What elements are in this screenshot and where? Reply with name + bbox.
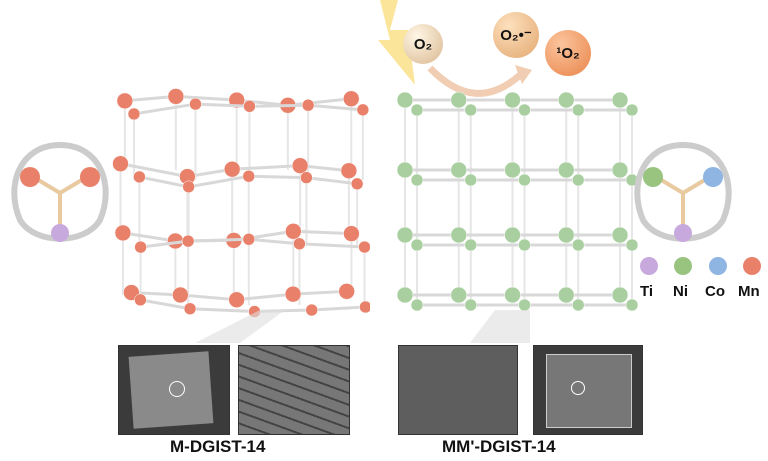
singlet-oxygen-label: ¹O₂ xyxy=(556,44,580,62)
legend-mn-label: Mn xyxy=(738,283,760,300)
metal-node-sphere xyxy=(410,103,424,117)
metal-node-sphere xyxy=(300,171,313,184)
metal-node-sphere xyxy=(134,293,147,307)
metal-node-sphere xyxy=(396,286,414,304)
metal-node-sphere xyxy=(504,286,521,304)
metal-node-sphere xyxy=(284,285,302,303)
metal-node-sphere xyxy=(518,173,531,187)
metal-node-sphere xyxy=(350,177,364,191)
metal-node-sphere xyxy=(410,173,424,187)
metal-node-sphere xyxy=(464,298,477,312)
metal-node-sphere xyxy=(611,226,629,244)
metal-node-sphere xyxy=(558,286,575,304)
metal-node-sphere xyxy=(558,226,575,244)
mm-dgist-14-cluster-structure xyxy=(634,141,732,242)
legend-ti-sphere xyxy=(640,257,658,275)
metal-node-sphere xyxy=(228,91,245,109)
legend-ti-label: Ti xyxy=(640,283,654,300)
superoxide-label: O₂•⁻ xyxy=(500,27,532,44)
metal-node-sphere xyxy=(572,103,585,117)
metal-node-sphere xyxy=(359,300,370,314)
metal-node-sphere xyxy=(450,161,467,179)
metal-node-sphere xyxy=(450,91,467,109)
metal-node-sphere xyxy=(243,100,256,113)
mm-dgist-14-caption: MM'-DGIST-14 xyxy=(442,437,556,456)
metal-node-sphere xyxy=(242,233,256,246)
metal-node-sphere xyxy=(167,88,185,105)
metal-node-sphere xyxy=(410,298,424,312)
legend-ni-label: Ni xyxy=(673,283,688,300)
metal-node-sphere xyxy=(305,303,318,317)
metal-node-sphere xyxy=(127,107,141,121)
metal-node-sphere xyxy=(338,283,355,300)
metal-node-sphere xyxy=(625,238,639,252)
metal-node-sphere xyxy=(558,91,575,109)
metal-node-sphere xyxy=(504,226,521,244)
metal-node-sphere xyxy=(572,238,585,252)
metal-node-sphere xyxy=(291,157,309,174)
metal-node-sphere xyxy=(504,161,521,179)
metal-node-sphere xyxy=(116,92,134,110)
metal-node-sphere xyxy=(396,91,414,109)
metal-node-sphere xyxy=(464,238,477,252)
metal-node-sphere xyxy=(114,224,132,242)
metal-node-sphere xyxy=(611,286,629,304)
metal-node-sphere xyxy=(611,161,629,179)
m-dgist-14-surface-sem xyxy=(238,345,350,435)
metal-node-sphere xyxy=(625,103,639,117)
metal-node-sphere xyxy=(625,298,639,312)
metal-node-sphere xyxy=(189,97,202,111)
m-dgist-14-crystal-sem xyxy=(118,345,230,435)
m-dgist-14-cluster-structure xyxy=(11,141,109,242)
mm-dgist-14-lattice xyxy=(396,91,639,312)
legend-ni-sphere xyxy=(674,257,692,275)
metal-node-sphere xyxy=(358,240,370,254)
metal-node-sphere xyxy=(450,286,467,304)
o2-molecule: O₂ xyxy=(403,24,443,64)
conversion-arrow xyxy=(427,65,532,97)
metal-node-sphere xyxy=(343,90,360,108)
metal-node-sphere xyxy=(228,291,245,308)
metal-node-sphere xyxy=(134,240,147,254)
metal-node-sphere xyxy=(182,180,195,194)
m-dgist-14-caption: M-DGIST-14 xyxy=(170,437,266,456)
metal-node-sphere xyxy=(572,173,585,187)
metal-node-sphere xyxy=(410,238,424,252)
metal-node-sphere xyxy=(504,91,521,109)
superoxide-molecule: O₂•⁻ xyxy=(493,12,539,58)
metal-node-sphere xyxy=(223,160,241,178)
metal-node-sphere xyxy=(396,226,414,244)
metal-node-sphere xyxy=(396,161,414,179)
metal-node-sphere xyxy=(356,103,370,117)
metal-node-sphere xyxy=(518,238,531,252)
metal-node-sphere xyxy=(112,155,129,172)
metal-node-sphere xyxy=(301,98,315,112)
o2-label: O₂ xyxy=(413,35,433,53)
metal-node-sphere xyxy=(450,226,467,244)
legend-co-label: Co xyxy=(705,283,725,300)
metal-node-sphere xyxy=(242,170,255,183)
metal-node-sphere xyxy=(464,173,477,187)
metal-node-sphere xyxy=(183,302,197,315)
lightning-icon xyxy=(378,0,415,85)
metal-node-sphere xyxy=(572,298,585,312)
metal-node-sphere xyxy=(293,237,306,251)
metal-node-sphere xyxy=(611,91,629,109)
metal-node-sphere xyxy=(133,170,146,184)
metal-node-sphere xyxy=(340,162,358,179)
mm-dgist-14-surface-sem xyxy=(398,345,518,435)
legend-co-sphere xyxy=(709,257,727,275)
mm-dgist-14-crystal-sem xyxy=(533,345,643,435)
metal-node-sphere xyxy=(181,234,195,248)
singlet-oxygen-molecule: ¹O₂ xyxy=(545,30,591,76)
zoom-projections xyxy=(195,310,530,343)
metal-node-sphere xyxy=(518,103,531,117)
metal-node-sphere xyxy=(464,103,477,117)
metal-node-sphere xyxy=(343,225,360,242)
metal-node-sphere xyxy=(558,161,575,179)
m-dgist-14-lattice xyxy=(112,88,370,318)
metal-node-sphere xyxy=(172,286,189,304)
metal-node-sphere xyxy=(285,223,302,240)
legend-mn-sphere xyxy=(743,257,761,275)
